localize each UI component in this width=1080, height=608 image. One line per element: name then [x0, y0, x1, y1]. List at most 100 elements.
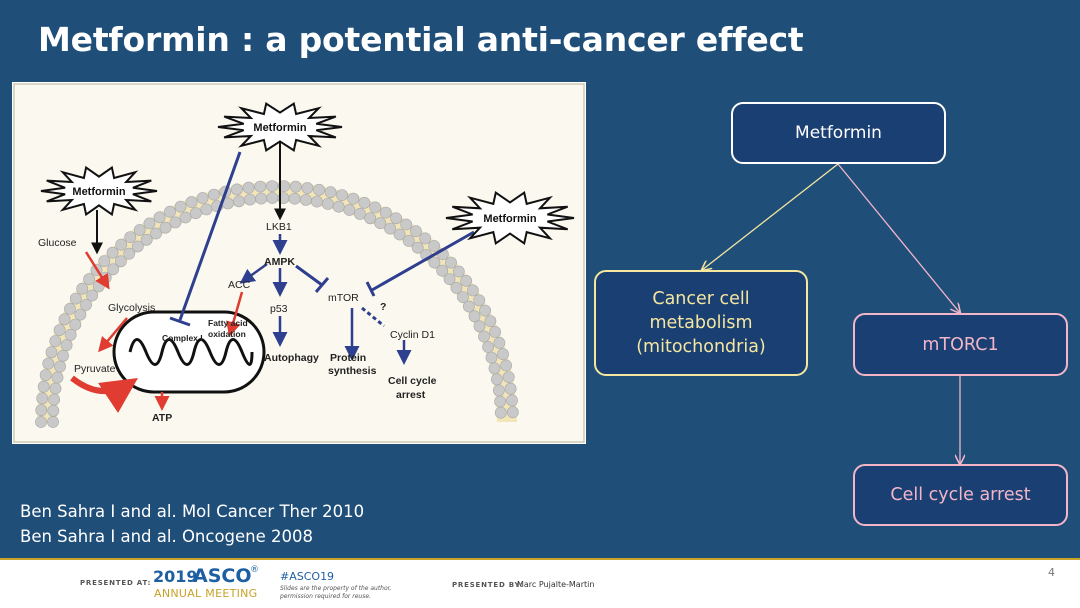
membrane-bead: [42, 357, 55, 370]
cancer-metabolism-box: Cancer cell metabolism (mitochondria): [594, 270, 808, 376]
membrane-bead: [143, 217, 156, 230]
slide-title: Metformin : a potential anti-cancer effe…: [38, 20, 804, 59]
membrane-bead: [402, 234, 415, 247]
presented-by-label: PRESENTED BY:: [452, 581, 524, 589]
membrane-bead: [266, 180, 278, 192]
footer: PRESENTED AT: 2019 ASCO ® ANNUAL MEETING…: [0, 560, 1080, 608]
membrane-bead: [49, 335, 62, 347]
label-glycolysis: Glycolysis: [108, 302, 155, 314]
membrane-bead: [64, 302, 76, 315]
membrane-bead: [321, 198, 334, 210]
presented-at-label: PRESENTED AT:: [80, 579, 152, 587]
membrane-bead: [207, 188, 220, 201]
membrane-bead: [69, 318, 82, 331]
membrane-bead: [462, 300, 475, 313]
membrane-bead: [153, 211, 166, 224]
membrane-bead: [379, 206, 392, 219]
membrane-bead: [369, 201, 382, 214]
cell-cycle-arrest-box: Cell cycle arrest: [853, 464, 1068, 526]
membrane-bead: [419, 232, 432, 245]
arrow-glucose-glycolysis: [84, 251, 110, 290]
metformin-label-left: Metformin: [72, 186, 125, 198]
inhibit-ampk-mtor-bar: [314, 277, 330, 293]
membrane-bead: [384, 222, 396, 235]
metformin-box: Metformin: [731, 102, 946, 164]
membrane-bead: [254, 180, 267, 193]
membrane-bead: [150, 227, 162, 240]
membrane-bead: [332, 200, 345, 213]
membrane-bead: [347, 192, 360, 205]
annual-meeting: ANNUAL MEETING: [154, 587, 258, 600]
membrane-bead: [140, 233, 153, 246]
membrane-bead: [64, 328, 77, 341]
membrane-bead: [500, 359, 512, 372]
metabolism-line-3: (mitochondria): [636, 337, 766, 357]
membrane-bead: [54, 360, 66, 373]
hashtag: #ASCO19: [280, 570, 335, 583]
inhibit-complex1: [178, 151, 242, 321]
membrane-bead: [200, 203, 213, 216]
label-autophagy: Autophagy: [264, 352, 319, 364]
membrane-bead: [460, 274, 472, 287]
membrane-bead: [301, 182, 314, 194]
membrane-bead: [37, 380, 50, 393]
membrane-bead: [482, 341, 494, 353]
label-oxidation: oxidation: [208, 329, 246, 339]
membrane-bead: [131, 240, 144, 253]
membrane-bead: [358, 196, 371, 209]
metformin-mechanism-figure: Metformin Metformin Metformin Glucose Gl…: [12, 82, 586, 444]
membrane-bead: [164, 205, 176, 218]
membrane-bead: [506, 406, 519, 419]
label-lkb1: LKB1: [266, 221, 292, 233]
membrane-bead: [445, 256, 457, 269]
membrane-bead: [98, 255, 111, 267]
membrane-bead: [393, 228, 406, 241]
label-fatty-acid: Fatty acid: [208, 318, 248, 328]
inhibit-cyclin: [371, 230, 475, 292]
reference-1: Ben Sahra I and al. Mol Cancer Ther 2010: [20, 502, 365, 521]
mtorc1-box: mTORC1: [853, 313, 1068, 376]
arrow-pyruvate-mitochondria: [70, 375, 138, 413]
membrane-bead: [473, 294, 486, 307]
label-acc: ACC: [228, 279, 251, 291]
arrow-ampk-acc: [239, 262, 268, 284]
membrane-bead: [76, 282, 89, 295]
metformin-box-label: Metformin: [795, 123, 882, 143]
membrane-bead: [124, 231, 137, 243]
disclaimer-line-1: Slides are the property of the author,: [280, 585, 392, 592]
label-cell-cycle: Cell cycle: [388, 375, 437, 387]
disclaimer-line-2: permission required for reuse.: [280, 593, 371, 600]
asco-logo: ASCO: [193, 565, 252, 587]
membrane-bead: [35, 416, 47, 428]
asco-year: 2019: [153, 567, 198, 586]
membrane-bead: [313, 183, 325, 196]
membrane-bead: [107, 263, 119, 276]
membrane-bead: [506, 394, 518, 407]
membrane-bead: [493, 336, 506, 349]
membrane-bead: [452, 265, 465, 278]
membrane-bead: [242, 181, 255, 194]
reference-2: Ben Sahra I and al. Oncogene 2008: [20, 527, 314, 546]
arrow-glycolysis-pyruvate: [98, 317, 128, 353]
membrane-bead: [45, 346, 58, 359]
membrane-bead: [428, 240, 441, 252]
membrane-bead: [230, 183, 243, 196]
membrane-bead: [86, 289, 98, 302]
cell-membrane: [35, 180, 519, 428]
membrane-bead: [277, 180, 290, 192]
membrane-bead: [489, 325, 501, 338]
membrane-bead: [428, 256, 441, 269]
label-mtor: mTOR: [328, 292, 359, 304]
membrane-bead: [189, 207, 202, 220]
membrane-bead: [411, 241, 424, 254]
presenter-name: Marc Pujalte-Martin: [517, 580, 595, 589]
membrane-bead: [479, 304, 491, 317]
membrane-bead: [115, 255, 127, 268]
membrane-bead: [443, 273, 456, 285]
inhibit-complex1-bar: [169, 316, 191, 327]
membrane-bead: [466, 284, 479, 297]
connector-metformin-metabolism: [702, 163, 839, 270]
label-arrest: arrest: [396, 389, 426, 401]
membrane-bead: [123, 247, 136, 260]
